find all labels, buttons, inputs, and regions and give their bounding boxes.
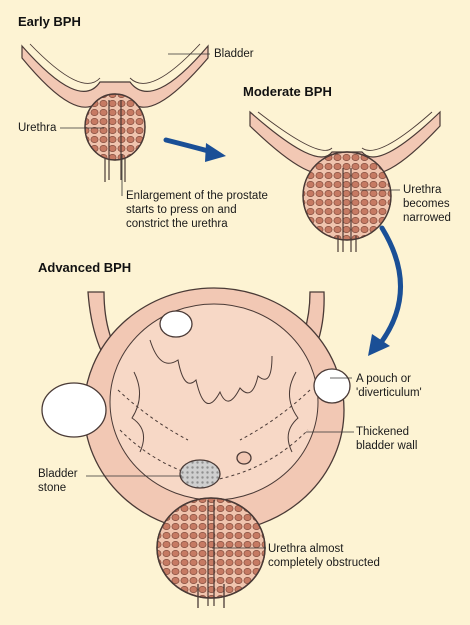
section-title-advanced: Advanced BPH [38,260,132,275]
arrow-head-early-to-moderate [205,143,226,162]
arrow-head-moderate-to-advanced [368,334,390,356]
advanced-bph-illustration [41,287,351,608]
label-urethra-narrowed: Urethra becomes narrowed [403,184,451,224]
label-bladder-stone: Bladder stone [38,468,78,494]
moderate-bph-illustration [249,110,441,252]
label-urethra: Urethra [18,122,57,134]
section-title-moderate: Moderate BPH [243,84,332,99]
early-bph-illustration [21,43,209,182]
label-bladder: Bladder [214,48,254,60]
label-enlargement: Enlargement of the prostate starts to pr… [126,190,268,230]
label-leaders [60,53,400,549]
label-thickened-wall: Thickened bladder wall [356,426,418,452]
label-pouch-diverticulum: A pouch or 'diverticulum' [356,373,422,399]
label-urethra-obstructed: Urethra almost completely obstructed [268,543,380,569]
section-title-early: Early BPH [18,14,81,29]
